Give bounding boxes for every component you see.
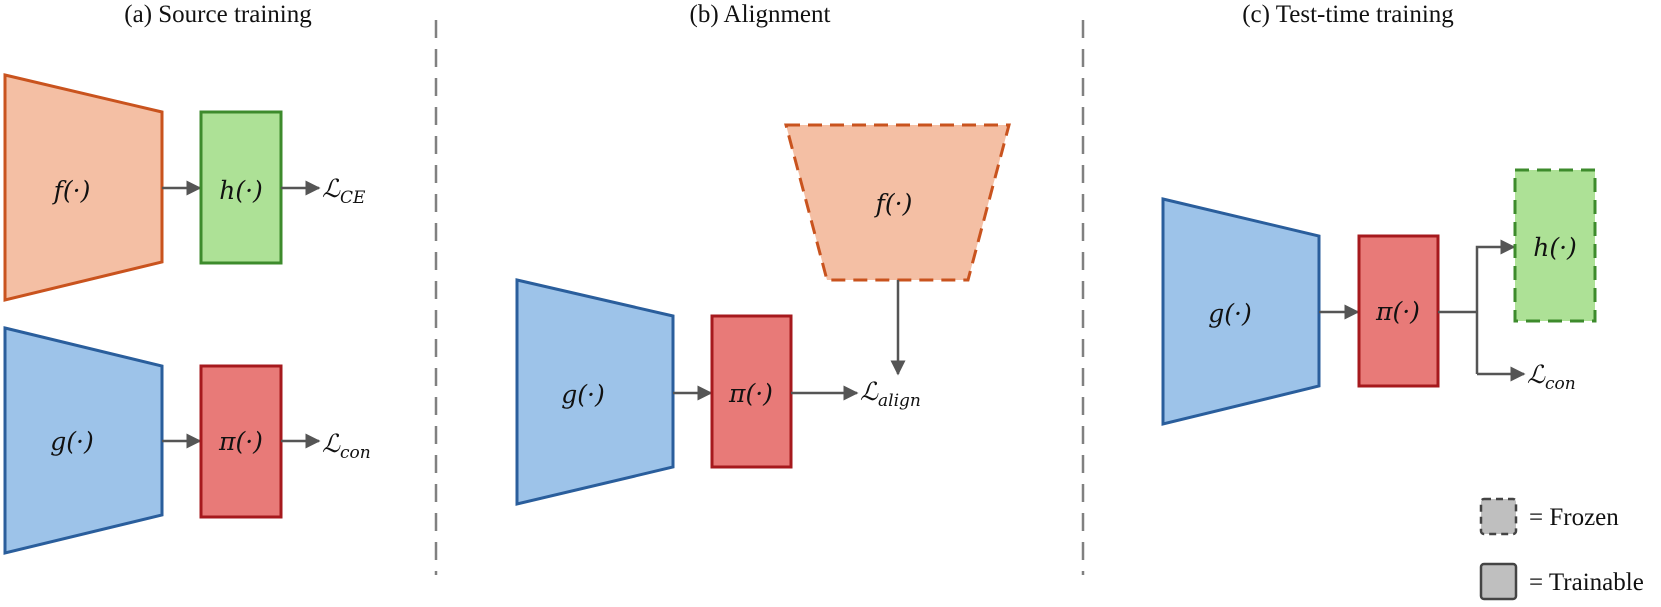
- loss-ce: ℒCE: [322, 174, 366, 208]
- loss-align: ℒalign: [860, 377, 921, 411]
- panel-title-alignment: (b) Alignment: [690, 1, 831, 28]
- source-f-encoder: f(·): [3, 73, 164, 302]
- align-pi-label: π(·): [728, 379, 773, 408]
- align-f-label: f(·): [874, 189, 913, 218]
- source-h-head: h(·): [199, 110, 283, 265]
- align-pi-projector: π(·): [710, 314, 793, 469]
- legend-frozen: = Frozen: [1479, 497, 1619, 536]
- ttt-pi-projector: π(·): [1357, 234, 1440, 388]
- source-pi-projector: π(·): [199, 364, 283, 519]
- panel-title-source-training: (a) Source training: [124, 1, 312, 28]
- ttt-h-head-frozen: h(·): [1513, 168, 1597, 323]
- source-f-label: f(·): [52, 176, 91, 205]
- source-g-label: g(·): [50, 427, 93, 456]
- source-pi-label: π(·): [218, 427, 263, 456]
- legend-trainable: = Trainable: [1479, 562, 1644, 601]
- align-g-encoder: g(·): [515, 278, 675, 506]
- ttt-pi-label: π(·): [1375, 297, 1420, 326]
- align-g-label: g(·): [561, 380, 604, 409]
- ttt-g-label: g(·): [1208, 299, 1251, 328]
- legend-trainable-label: = Trainable: [1529, 569, 1644, 596]
- panel-title-test-time-training: (c) Test-time training: [1242, 1, 1454, 28]
- loss-con-source: ℒcon: [322, 429, 371, 463]
- legend-trainable-swatch: [1479, 562, 1518, 601]
- ttt-g-encoder: g(·): [1161, 197, 1321, 426]
- align-f-encoder-frozen: f(·): [784, 123, 1011, 282]
- source-h-label: h(·): [219, 176, 263, 205]
- ttt-h-label: h(·): [1533, 233, 1577, 262]
- legend-frozen-label: = Frozen: [1529, 504, 1619, 531]
- arrow-pi-to-h-ttt: [1475, 239, 1516, 374]
- source-g-encoder: g(·): [3, 326, 164, 555]
- legend-frozen-swatch: [1479, 497, 1518, 536]
- loss-con-ttt: ℒcon: [1527, 360, 1576, 394]
